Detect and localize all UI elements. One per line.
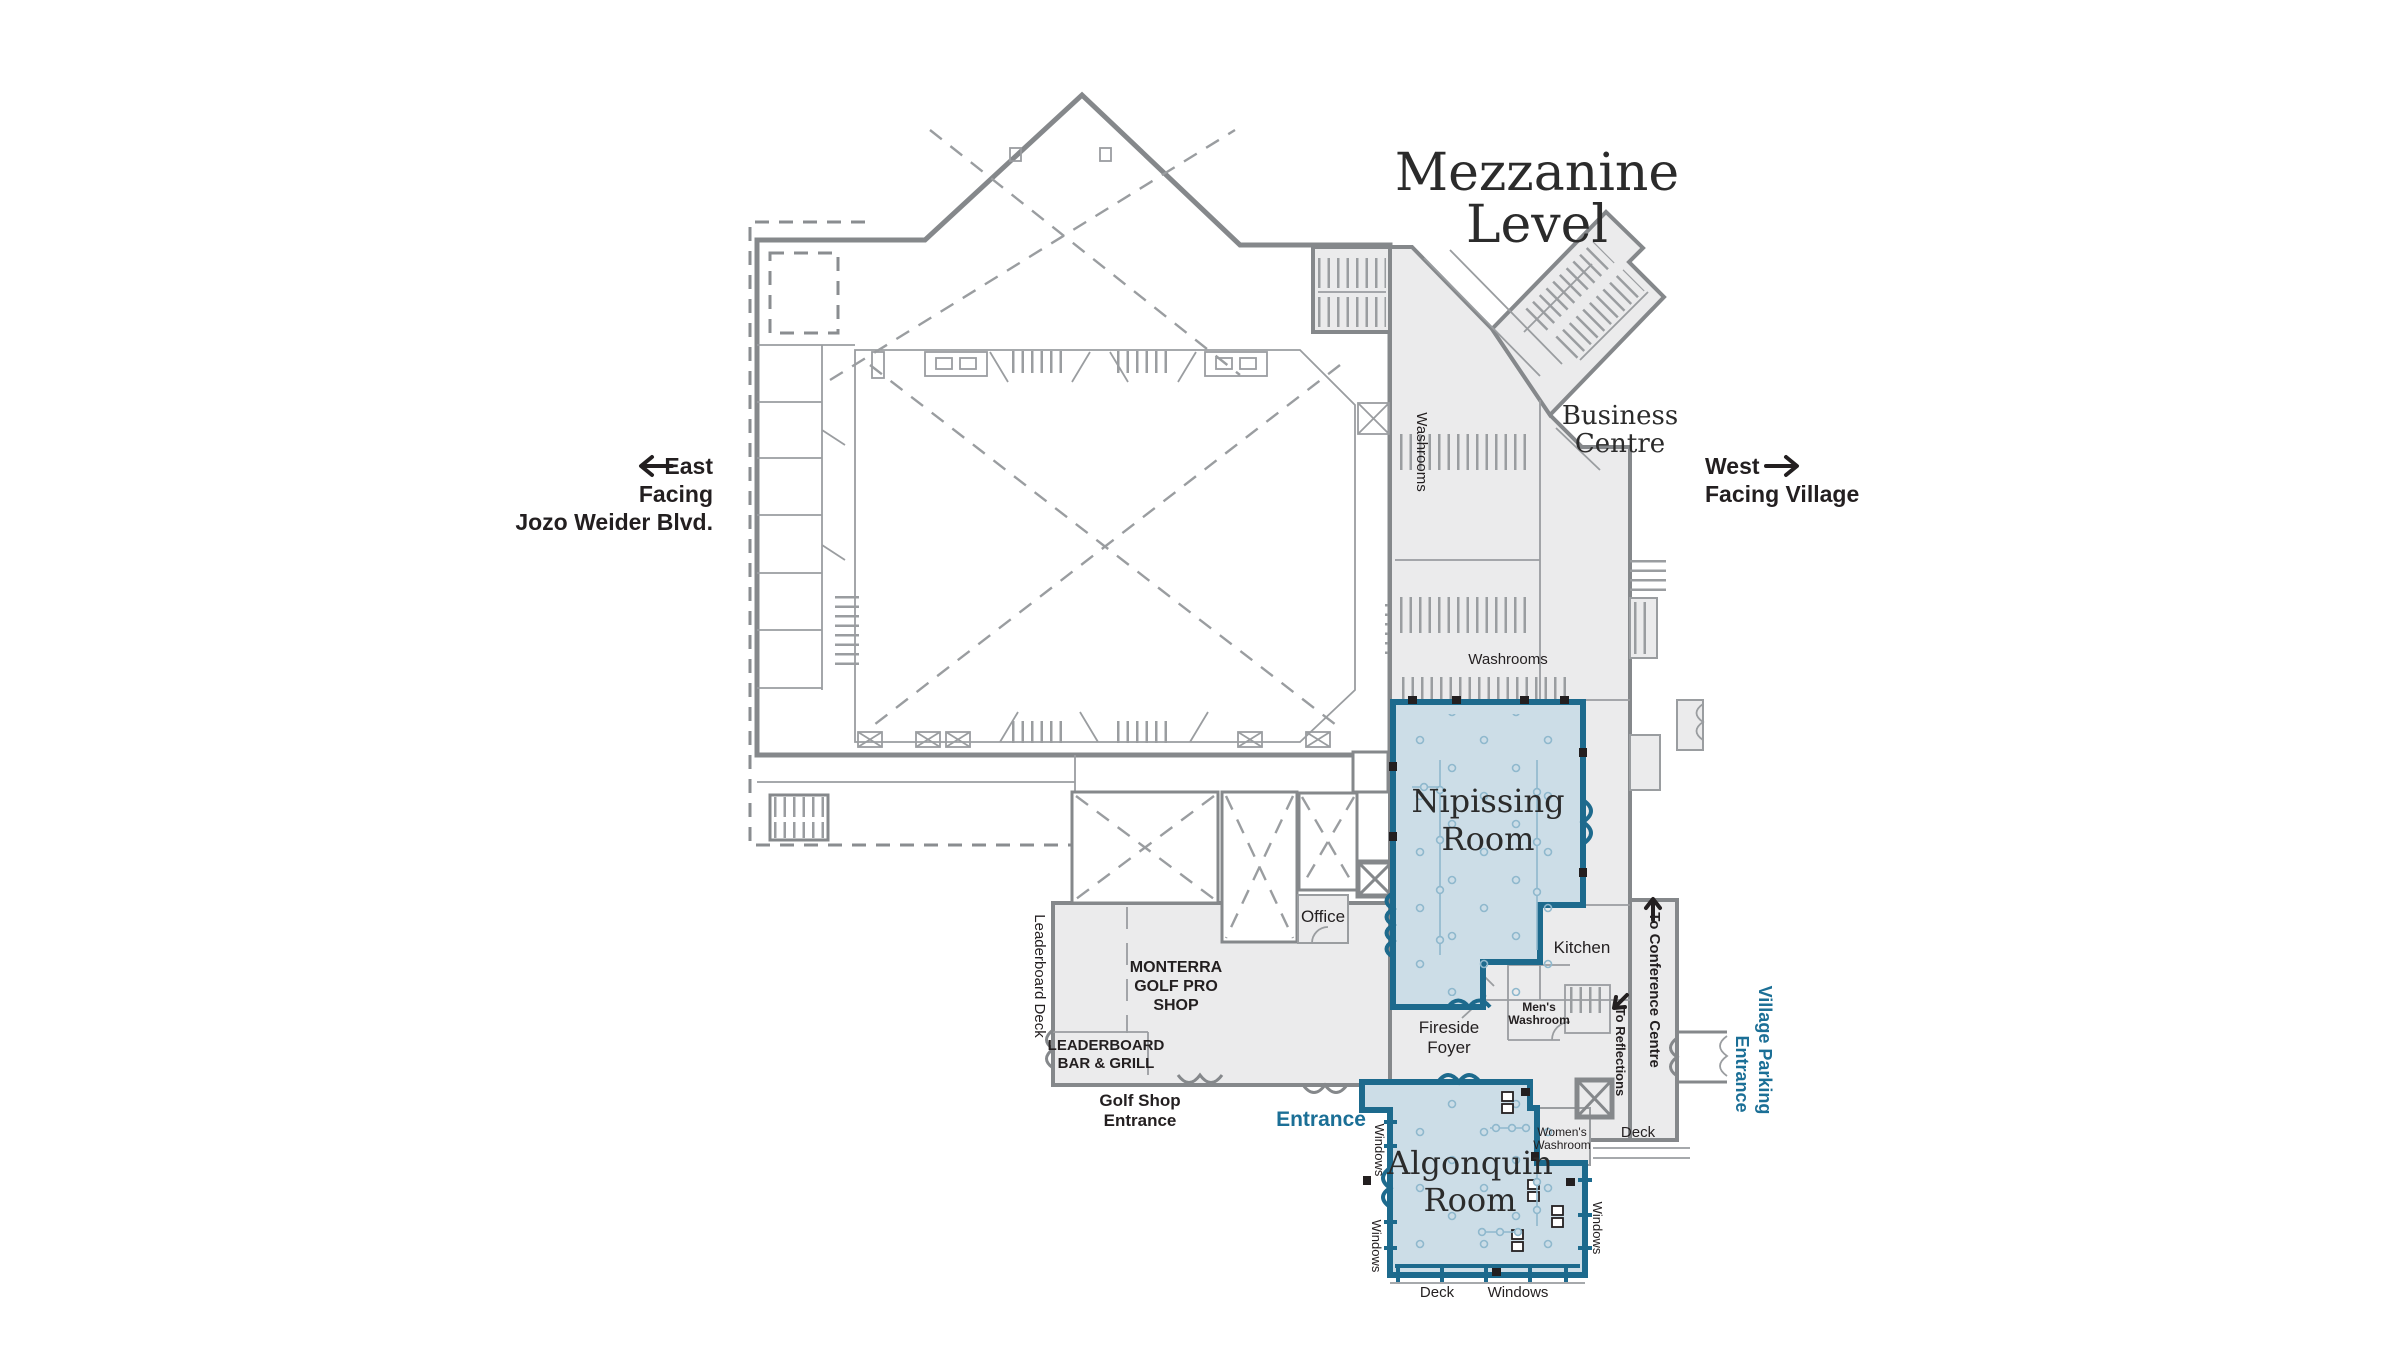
shaft: [1351, 750, 1390, 794]
algonquin-label-1: Algonquin: [1386, 1144, 1553, 1182]
deck-bottom-label: Deck: [1420, 1284, 1455, 1301]
kitchen-label: Kitchen: [1554, 938, 1611, 957]
west-label-line1: West: [1705, 453, 1760, 479]
elevator-icon: [1574, 1077, 1615, 1120]
wall-anchors: [1389, 696, 1587, 877]
west-direction: West Facing Village: [1705, 453, 1859, 507]
golf-entrance-label-2: Entrance: [1104, 1111, 1177, 1130]
west-pointing-arrow-icon: [639, 455, 674, 477]
ballroom-top-wall-fixtures: [871, 351, 1268, 383]
top-stairs: [1318, 258, 1386, 327]
reflections-stairs: [1564, 984, 1611, 1034]
east-direction: East Facing Jozo Weider Blvd.: [515, 453, 713, 535]
washrooms-upper-label: Washrooms: [1413, 412, 1430, 491]
to-conference-label: To Conference Centre: [1646, 912, 1663, 1068]
nipissing-bottom-door: [1446, 998, 1492, 1011]
business-centre-stairs: [1523, 241, 1649, 361]
page-title-line1: Mezzanine: [1395, 143, 1679, 203]
open-to-below-areas: [1070, 790, 1359, 944]
down-left-arrow-icon: [1612, 993, 1629, 1010]
golf-entrance-label-1: Golf Shop: [1099, 1091, 1180, 1110]
office-label: Office: [1301, 907, 1345, 926]
nipissing-label-1: Nipissing: [1411, 782, 1564, 820]
algonquin-left-door: [1381, 1166, 1394, 1209]
village-parking-vestibule: [1677, 1030, 1729, 1084]
fireside-label-1: Fireside: [1419, 1018, 1479, 1037]
business-centre-label-1: Business: [1562, 401, 1678, 431]
roof-dashed-lines: [829, 128, 1241, 382]
to-reflections-direction: To Reflections: [1612, 993, 1629, 1097]
window-mullions: [1384, 1120, 1592, 1282]
mens-washroom-label-2: Washroom: [1508, 1013, 1570, 1027]
womens-washroom-label-1: Women's: [1537, 1125, 1586, 1139]
to-reflections-label: To Reflections: [1613, 1008, 1628, 1097]
ballroom: [854, 349, 1407, 748]
hall-building: [754, 91, 1393, 845]
algonquin-label-2: Room: [1424, 1181, 1517, 1219]
leaderboard-deck-label: Leaderboard Deck: [1031, 914, 1048, 1038]
monterra-label-3: SHOP: [1153, 997, 1199, 1014]
golf-shop-entrance-door: [1176, 1072, 1224, 1084]
elevator-icon: [1355, 859, 1395, 899]
nipissing-ceiling-dots: [1403, 714, 1573, 996]
nipissing-label-2: Room: [1442, 820, 1535, 858]
to-conference-direction: To Conference Centre: [1644, 897, 1663, 1068]
leaderboard-label-2: BAR & GRILL: [1058, 1055, 1155, 1072]
washrooms-mid-label: Washrooms: [1468, 651, 1547, 668]
algonquin-room: [1359, 1073, 1592, 1284]
southwest-corridor: [757, 755, 1076, 845]
east-pointing-arrow-icon: [1764, 455, 1799, 477]
windows-right-label: Windows: [1590, 1202, 1605, 1255]
east-label-line1: East: [664, 453, 713, 479]
wall-anchors: [1363, 1088, 1575, 1276]
office-room: [1297, 894, 1349, 944]
algonquin-ceiling-dots: [1400, 1094, 1575, 1264]
womens-washroom-label-2: Washroom: [1533, 1138, 1591, 1152]
top-stair-bay: [1311, 245, 1392, 334]
algonquin-top-door: [1436, 1073, 1482, 1086]
village-parking-label-2: Entrance: [1732, 1035, 1752, 1112]
labels: Mezzanine Level East Facing Jozo Weider …: [515, 143, 1859, 1301]
east-label-line3: Jozo Weider Blvd.: [515, 509, 713, 535]
conference-corridor: [1628, 898, 1679, 1142]
up-arrow-icon: [1644, 897, 1662, 922]
property-dashed-outline: [748, 220, 1078, 847]
partition-tracks: [1412, 760, 1542, 955]
partition-tracks: [1477, 1123, 1542, 1237]
windows-left-lower-label: Windows: [1369, 1220, 1384, 1273]
elevators: [1351, 402, 1615, 1120]
monterra-label-1: MONTERRA: [1130, 959, 1223, 976]
west-label-line2: Facing Village: [1705, 481, 1859, 507]
leaderboard-label-1: LEADERBOARD: [1048, 1037, 1165, 1054]
foyer-entrance-door: [1301, 1082, 1349, 1094]
nipissing-right-door: [1579, 798, 1593, 846]
elevator-icon: [1357, 402, 1390, 435]
column-x-boxes: [857, 731, 1331, 748]
west-annex-rooms: [757, 344, 859, 690]
exterior-bump: [1629, 734, 1661, 791]
monterra-label-2: GOLF PRO: [1134, 978, 1218, 995]
leaderboard-deck-door: [1045, 1028, 1056, 1070]
windows-left-upper-label: Windows: [1372, 1124, 1387, 1177]
mens-washroom-label-1: Men's: [1522, 1000, 1556, 1014]
nipissing-operable-wall: [1384, 891, 1397, 959]
ballroom-bottom-wall-fixtures: [857, 711, 1331, 748]
village-parking-door: [1669, 1036, 1680, 1078]
nipissing-room: [1384, 696, 1593, 1011]
business-centre-label-2: Centre: [1575, 429, 1665, 459]
village-parking-label-1: Village Parking: [1755, 986, 1775, 1115]
east-label-line2: Facing: [639, 481, 713, 507]
business-centre-wing: [1489, 209, 1667, 419]
page-title-line2: Level: [1466, 195, 1608, 255]
deck-right-label: Deck: [1621, 1124, 1656, 1141]
deck-walkway: [1593, 1147, 1690, 1159]
fireside-label-2: Foyer: [1427, 1038, 1471, 1057]
golf-shop-interior: [1053, 907, 1149, 1075]
windows-bottom-label: Windows: [1488, 1284, 1549, 1301]
entrance-label: Entrance: [1276, 1108, 1366, 1131]
entrance-doors: [1045, 1028, 1680, 1094]
